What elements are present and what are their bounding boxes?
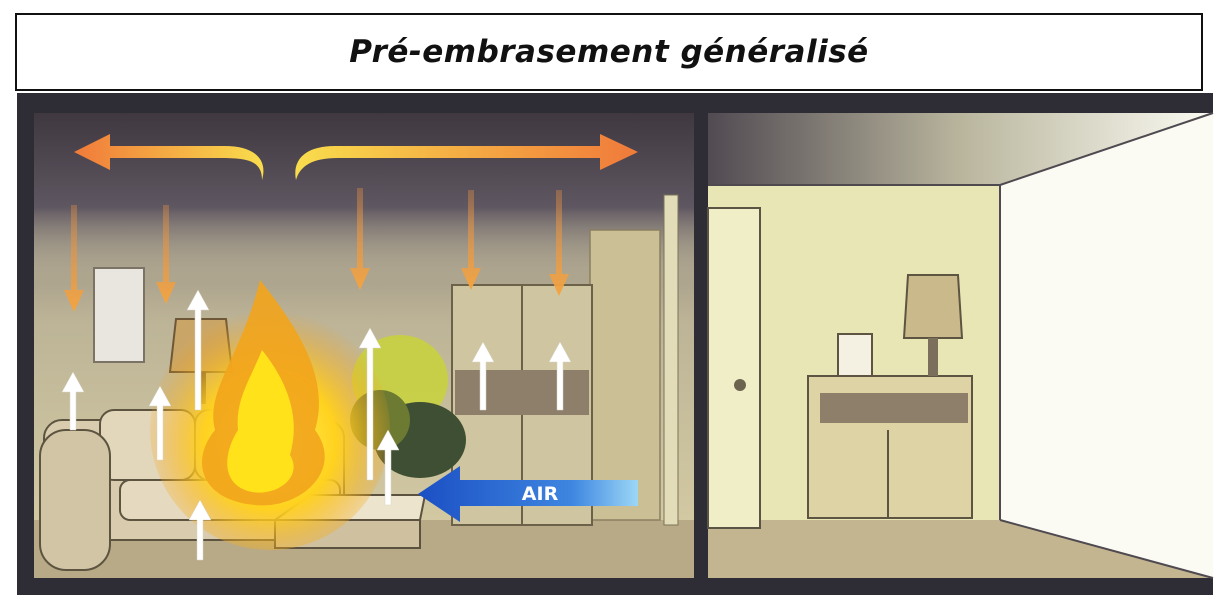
back-wall-panel [589, 229, 661, 521]
air-inflow-arrow-icon [418, 466, 638, 522]
flame-icon [150, 280, 390, 550]
open-door [707, 207, 761, 529]
upward-convection-arrow-icon [61, 289, 572, 561]
wall-mirror [93, 267, 145, 363]
right-room-side-wall [1000, 113, 1213, 578]
downward-radiation-arrow-icon [64, 188, 569, 312]
right-room-ceiling [708, 113, 1213, 185]
air-label: AIR [522, 483, 559, 505]
cabinet-right-room [807, 274, 973, 519]
right-room-floor [708, 520, 1213, 578]
dividing-wall [694, 113, 708, 595]
hot-gas-arrow-icon [74, 134, 638, 180]
diagram-title: Pré-embrasement généralisé [349, 34, 869, 70]
side-door-frame [663, 194, 679, 526]
smoke-layer [34, 113, 694, 283]
title-box: Pré-embrasement généralisé [15, 13, 1203, 91]
